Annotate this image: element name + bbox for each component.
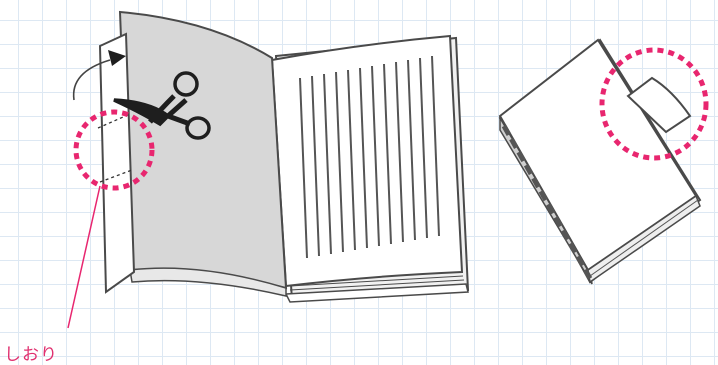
left-page — [120, 12, 286, 288]
open-book — [68, 12, 468, 328]
leader-line — [68, 186, 100, 328]
closed-book — [500, 40, 706, 284]
bookmark-label: しおり — [4, 340, 58, 365]
